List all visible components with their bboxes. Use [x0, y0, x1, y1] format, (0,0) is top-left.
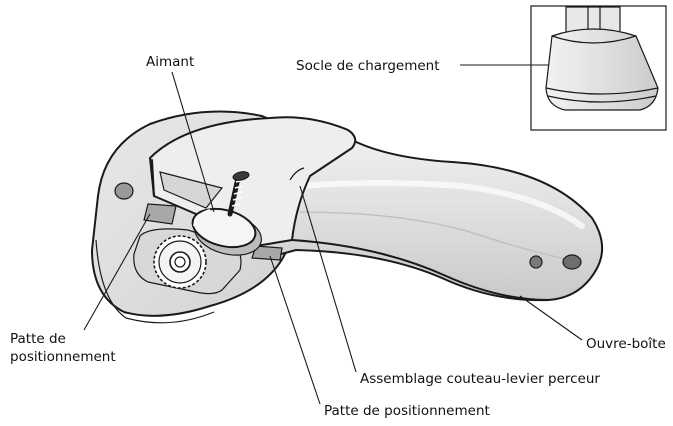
- leader-ouvre-boite: [519, 295, 583, 341]
- labels: Aimant Socle de chargement Patte de posi…: [10, 54, 666, 419]
- leader-patte-bottom: [269, 255, 321, 405]
- leader-lines: [83, 64, 583, 405]
- label-ouvre-boite: Ouvre-boîte: [586, 336, 666, 352]
- label-socle: Socle de chargement: [296, 58, 440, 74]
- charging-base: [545, 28, 659, 111]
- knife-blade: [159, 171, 224, 209]
- cutting-gear: [153, 235, 207, 289]
- leader-assemblage: [299, 185, 357, 373]
- handle-hole: [562, 254, 582, 270]
- label-patte-left-2: positionnement: [10, 349, 116, 365]
- leader-patte-left: [83, 213, 151, 331]
- spring-screw: [227, 171, 250, 217]
- handle-hole-small: [529, 255, 543, 269]
- label-aimant: Aimant: [146, 54, 194, 70]
- can-opener: [91, 110, 603, 324]
- positioning-tab-left: [143, 203, 177, 225]
- label-patte-bottom: Patte de positionnement: [324, 403, 490, 419]
- label-patte-left-1: Patte de: [10, 331, 66, 347]
- leader-aimant: [171, 71, 215, 213]
- charging-base-inset: [530, 5, 667, 131]
- label-assemblage: Assemblage couteau-levier perceur: [360, 371, 600, 387]
- left-magnet-dot: [114, 182, 134, 200]
- positioning-tab-bottom: [251, 245, 283, 261]
- magnet: [191, 207, 262, 256]
